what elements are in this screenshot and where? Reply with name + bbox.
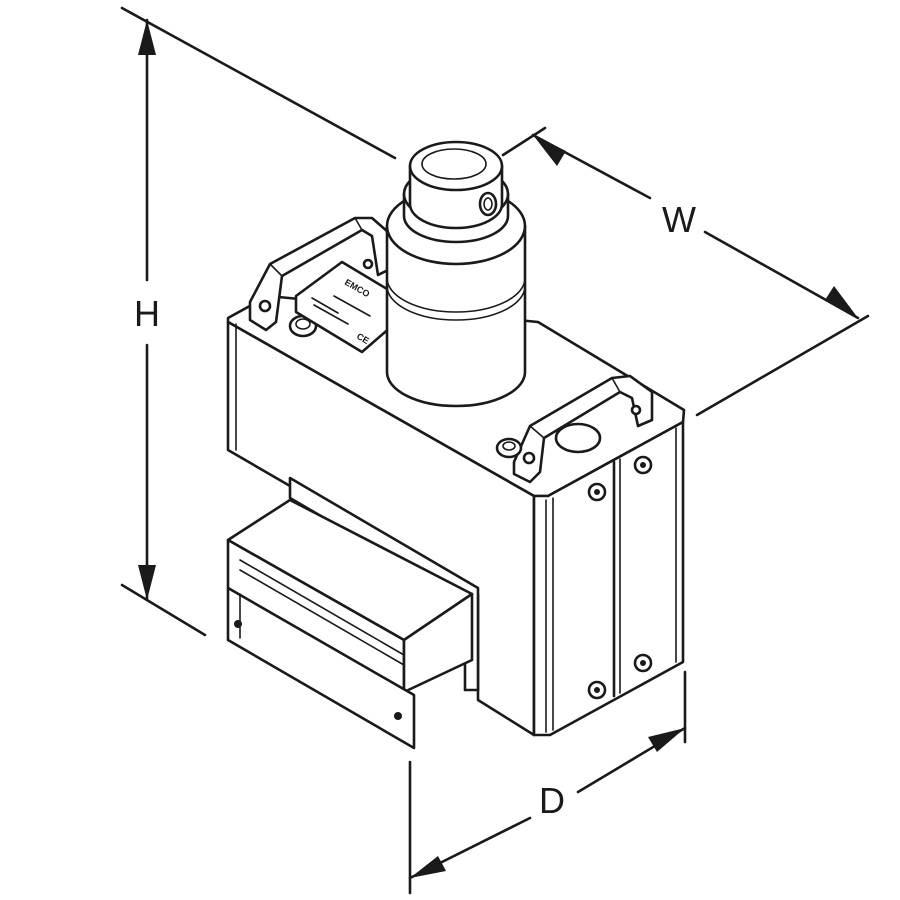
width-dimension: W: [501, 126, 870, 417]
height-arrow-bottom: [138, 565, 156, 600]
height-label: H: [134, 293, 160, 334]
handle-edge-line: [354, 217, 363, 231]
mounting-hole-icon: [394, 712, 402, 720]
screw-center-icon: [594, 687, 600, 693]
right-handle: [512, 374, 654, 484]
screw-center-icon: [640, 462, 646, 468]
width-arrow-front: [825, 286, 858, 318]
connector-latch-pin-icon: [478, 191, 498, 217]
measuring-shelf: [226, 476, 480, 750]
depth-dimension: D: [408, 670, 687, 895]
connector-band-line: [386, 277, 526, 313]
nameplate-text-line: [311, 297, 339, 314]
handle-edge-line: [611, 377, 621, 393]
nameplate-text-line: [333, 295, 371, 317]
connector-cap-inner: [421, 148, 487, 180]
handle-bolt-icon: [258, 299, 272, 313]
connector-latch-hole-icon: [483, 197, 493, 211]
screw-center-icon: [640, 660, 646, 666]
top-screw-icon: [495, 437, 523, 459]
cylindrical-connector: [385, 140, 527, 408]
handle-bolt-icon: [522, 451, 536, 465]
top-screw-head-icon: [502, 441, 516, 451]
width-arrow-back: [533, 135, 566, 166]
shelf-lip-line: [239, 569, 405, 666]
depth-arrow-left: [410, 856, 446, 878]
handle-edge-line: [529, 425, 545, 439]
depth-label: D: [539, 780, 565, 821]
height-dimension: H: [120, 6, 397, 637]
width-extension-front: [695, 314, 870, 417]
connector-base-cylinder: [385, 224, 527, 408]
depth-arrow-right: [648, 728, 685, 752]
left-handle: [248, 216, 390, 332]
width-label: W: [662, 199, 696, 240]
mounting-hole-icon: [234, 620, 242, 628]
handle-bolt-icon: [362, 258, 374, 270]
connector-band-line: [386, 285, 526, 321]
height-arrow-top: [138, 20, 156, 55]
side-panel-screws: [587, 455, 653, 700]
mounting-plate: [226, 586, 416, 750]
width-extension-back: [501, 126, 547, 157]
handle-edge-line: [269, 263, 283, 277]
shelf-right-face: [402, 592, 474, 694]
left-handle-body: [248, 216, 390, 332]
screw-center-icon: [594, 489, 600, 495]
shelf-lip-line: [239, 559, 405, 656]
handle-bolt-icon: [630, 404, 642, 416]
height-extension-bottom: [120, 583, 207, 637]
nameplate-text-line: [313, 304, 349, 325]
top-screw-head-icon: [295, 318, 311, 330]
nameplate: EMCO CE: [294, 260, 394, 354]
height-extension-top: [120, 6, 397, 160]
cable-port-icon: [554, 422, 602, 454]
